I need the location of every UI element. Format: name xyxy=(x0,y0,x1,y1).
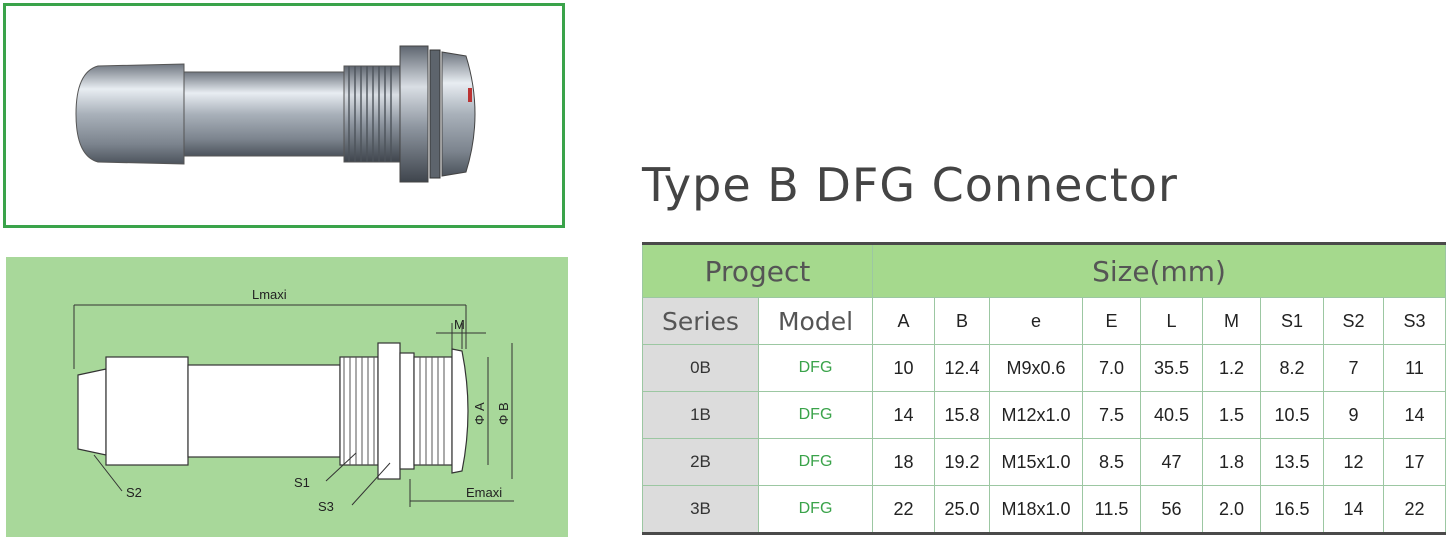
table-cell-s1: 8.2 xyxy=(1260,344,1325,392)
column-header-model: Model xyxy=(757,297,874,345)
table-cell-e: 8.5 xyxy=(1082,438,1142,486)
table-cell-m: 1.8 xyxy=(1202,438,1262,486)
label-lmaxi: Lmaxi xyxy=(252,287,287,302)
table-cell-b: 19.2 xyxy=(934,438,991,486)
table-cell-b: 15.8 xyxy=(934,391,991,439)
label-emaxi: Emaxi xyxy=(466,485,502,500)
column-header-b: B xyxy=(934,297,991,345)
header-project: Progect xyxy=(641,242,874,298)
table-cell-l: 47 xyxy=(1140,438,1204,486)
table-cell-s3: 17 xyxy=(1383,438,1447,486)
column-header-e: E xyxy=(1082,297,1142,345)
table-cell-s2: 12 xyxy=(1323,438,1385,486)
page-title: Type B DFG Connector xyxy=(642,158,1178,212)
table-cell-s3: 22 xyxy=(1383,485,1447,535)
header-size: Size(mm) xyxy=(872,242,1447,298)
table-cell-model: DFG xyxy=(757,344,874,392)
table-cell-s1: 10.5 xyxy=(1260,391,1325,439)
label-phi-a: Φ A xyxy=(472,402,487,425)
table-cell-a: 18 xyxy=(872,438,936,486)
table-cell-e: M9x0.6 xyxy=(989,344,1084,392)
table-cell-m: 1.2 xyxy=(1202,344,1262,392)
column-header-m: M xyxy=(1202,297,1262,345)
table-cell-s3: 11 xyxy=(1383,344,1447,392)
table-cell-e: 11.5 xyxy=(1082,485,1142,535)
label-m: M xyxy=(454,317,465,332)
table-cell-l: 40.5 xyxy=(1140,391,1204,439)
table-cell-a: 10 xyxy=(872,344,936,392)
table-cell-e: 7.5 xyxy=(1082,391,1142,439)
column-header-e: e xyxy=(989,297,1084,345)
table-cell-m: 2.0 xyxy=(1202,485,1262,535)
column-header-l: L xyxy=(1140,297,1204,345)
table-cell-series: 0B xyxy=(642,344,759,392)
table-cell-model: DFG xyxy=(757,391,874,439)
table-cell-b: 12.4 xyxy=(934,344,991,392)
table-cell-e: 7.0 xyxy=(1082,344,1142,392)
column-header-series: Series xyxy=(642,297,759,345)
table-cell-l: 35.5 xyxy=(1140,344,1204,392)
table-cell-e: M18x1.0 xyxy=(989,485,1084,535)
label-s3: S3 xyxy=(318,499,334,514)
table-cell-s2: 7 xyxy=(1323,344,1385,392)
technical-drawing: Lmaxi M Φ A Φ B S1 S2 S3 Emaxi xyxy=(6,257,568,537)
table-cell-series: 2B xyxy=(642,438,759,486)
column-header-s1: S1 xyxy=(1260,297,1325,345)
column-header-a: A xyxy=(872,297,936,345)
table-cell-a: 22 xyxy=(872,485,936,535)
table-cell-s1: 16.5 xyxy=(1260,485,1325,535)
table-cell-s1: 13.5 xyxy=(1260,438,1325,486)
table-cell-series: 1B xyxy=(642,391,759,439)
table-cell-model: DFG xyxy=(757,485,874,535)
table-cell-e: M15x1.0 xyxy=(989,438,1084,486)
table-cell-b: 25.0 xyxy=(934,485,991,535)
label-s2: S2 xyxy=(126,485,142,500)
connector-photo-illustration xyxy=(75,45,476,183)
table-cell-l: 56 xyxy=(1140,485,1204,535)
table-cell-s3: 14 xyxy=(1383,391,1447,439)
column-header-s3: S3 xyxy=(1383,297,1447,345)
column-header-s2: S2 xyxy=(1323,297,1385,345)
table-cell-s2: 14 xyxy=(1323,485,1385,535)
table-cell-m: 1.5 xyxy=(1202,391,1262,439)
table-cell-a: 14 xyxy=(872,391,936,439)
table-cell-e: M12x1.0 xyxy=(989,391,1084,439)
label-phi-b: Φ B xyxy=(496,402,511,425)
product-photo xyxy=(3,3,565,228)
label-s1: S1 xyxy=(294,475,310,490)
table-cell-s2: 9 xyxy=(1323,391,1385,439)
table-cell-series: 3B xyxy=(642,485,759,535)
dimension-drawing: Lmaxi M Φ A Φ B S1 S2 S3 Emaxi xyxy=(73,287,514,514)
table-cell-model: DFG xyxy=(757,438,874,486)
